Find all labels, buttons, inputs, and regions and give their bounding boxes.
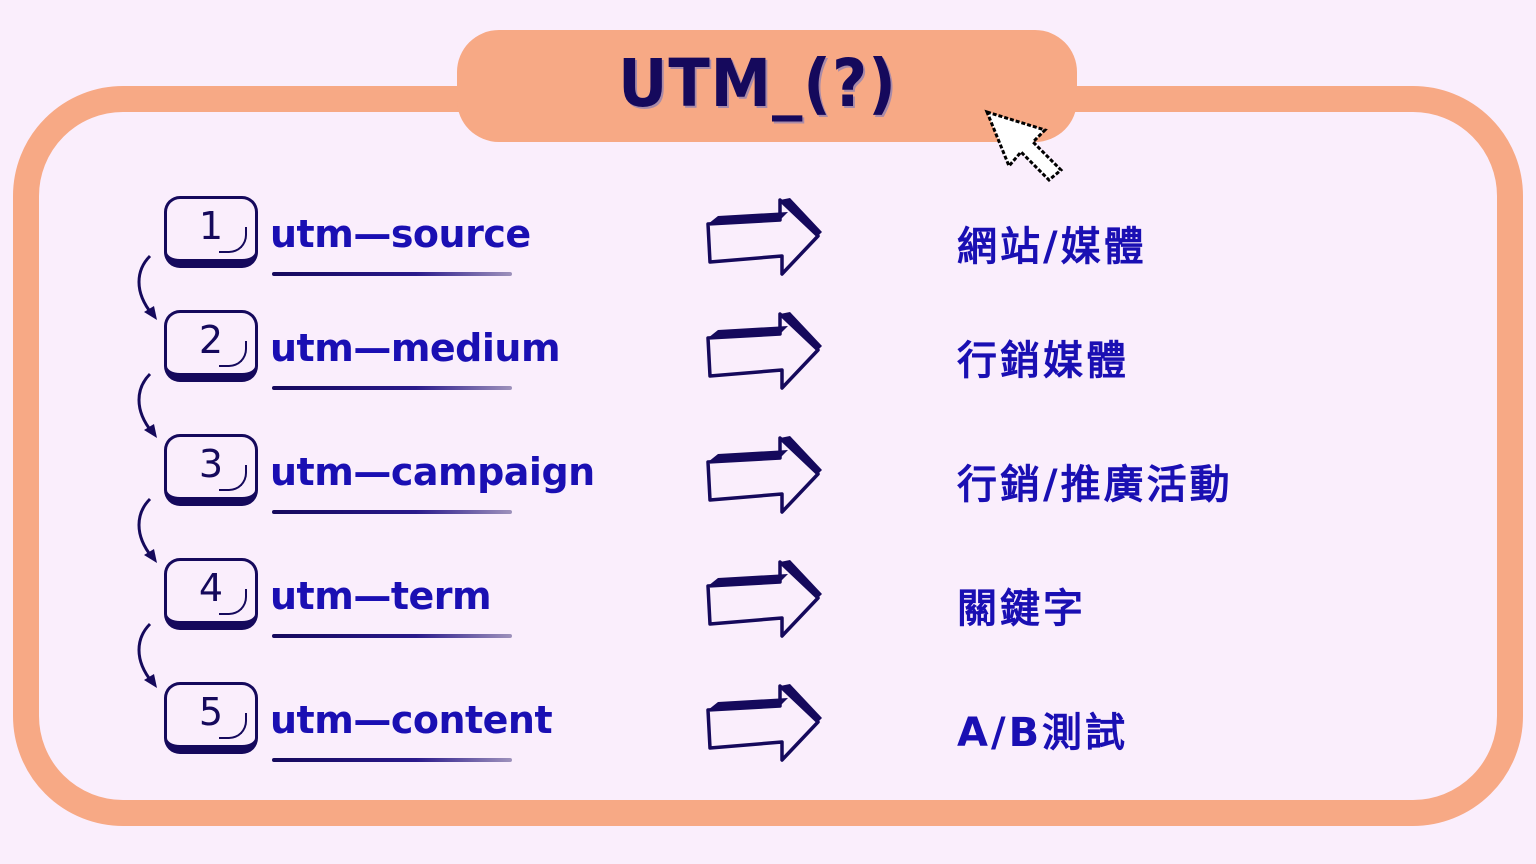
utm-parameter-label: utm—source (270, 212, 531, 256)
number-badge: 4 (164, 558, 258, 630)
underline (272, 386, 512, 390)
curved-down-arrow-icon (137, 254, 157, 320)
utm-parameter-label: utm—content (270, 698, 553, 742)
right-arrow-icon (706, 312, 822, 390)
utm-meaning-label: 網站/媒體 (957, 224, 1147, 270)
utm-row: 4 utm—term 關鍵字 (0, 558, 1536, 648)
right-arrow-icon (706, 198, 822, 276)
number-badge: 1 (164, 196, 258, 268)
utm-parameter-label: utm—medium (270, 326, 561, 370)
curved-down-arrow-icon (137, 622, 157, 688)
underline (272, 510, 512, 514)
pointer-cursor-icon (984, 109, 1064, 183)
title-banner: UTM_(?) (457, 30, 1077, 142)
utm-meaning-label: 行銷/推廣活動 (957, 462, 1233, 508)
curved-down-arrow-icon (137, 372, 157, 438)
right-arrow-icon (706, 560, 822, 638)
utm-meaning-label: 關鍵字 (957, 586, 1086, 632)
number-badge: 2 (164, 310, 258, 382)
utm-row: 3 utm—campaign 行銷/推廣活動 (0, 434, 1536, 524)
underline (272, 272, 512, 276)
number-badge: 3 (164, 434, 258, 506)
underline (272, 758, 512, 762)
number-badge: 5 (164, 682, 258, 754)
underline (272, 634, 512, 638)
utm-row: 2 utm—medium 行銷媒體 (0, 310, 1536, 400)
right-arrow-icon (706, 684, 822, 762)
page-title: UTM_(?) (617, 44, 897, 122)
utm-row: 1 utm—source 網站/媒體 (0, 196, 1536, 286)
right-arrow-icon (706, 436, 822, 514)
utm-meaning-label: 行銷媒體 (957, 338, 1129, 384)
utm-row: 5 utm—content A/B測試 (0, 682, 1536, 772)
utm-parameter-label: utm—campaign (270, 450, 595, 494)
utm-parameter-label: utm—term (270, 574, 492, 618)
curved-down-arrow-icon (137, 497, 157, 563)
utm-meaning-label: A/B測試 (957, 710, 1129, 756)
